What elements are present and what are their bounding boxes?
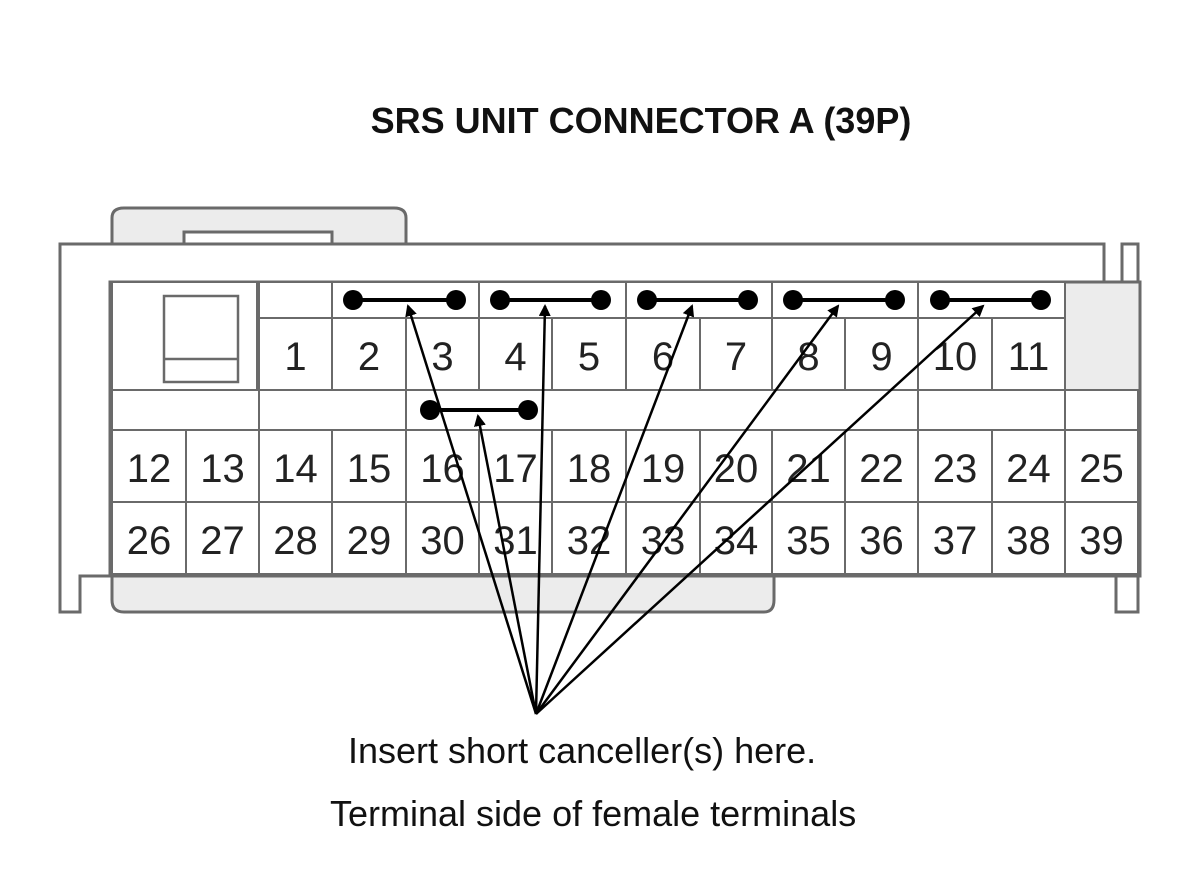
canceller-dot [591, 290, 611, 310]
terminal-cell [185, 429, 260, 503]
terminal-cell [331, 429, 407, 503]
housing-bottom-skirt [110, 568, 776, 614]
terminal-number: 23 [933, 447, 978, 491]
short-canceller-bar [343, 290, 466, 310]
terminal-number: 36 [859, 519, 904, 563]
terminal-number: 24 [1006, 447, 1051, 491]
terminal-number: 9 [870, 335, 892, 379]
terminal-number: 1 [284, 335, 306, 379]
pointer-arrow [474, 414, 538, 715]
terminal-number: 30 [420, 519, 465, 563]
terminal-number: 32 [567, 519, 612, 563]
terminal-number: 34 [714, 519, 759, 563]
canceller-dot [343, 290, 363, 310]
terminal-number: 5 [578, 335, 600, 379]
terminal-number: 27 [200, 519, 245, 563]
terminal-cell [478, 317, 553, 391]
guide-key [111, 281, 258, 391]
short-canceller-marks [343, 290, 1051, 420]
terminal-number: 14 [273, 447, 318, 491]
subcaption: Terminal side of female terminals [330, 793, 857, 834]
canceller-dot [637, 290, 657, 310]
terminal-number: 7 [725, 335, 747, 379]
pointer-arrow [534, 304, 551, 715]
canceller-dot [885, 290, 905, 310]
terminal-cell [844, 501, 919, 575]
terminal-cell [551, 429, 627, 503]
terminal-number: 37 [933, 519, 978, 563]
canceller-dot [1031, 290, 1051, 310]
canceller-dot [490, 290, 510, 310]
terminal-cell [625, 429, 701, 503]
terminal-number: 19 [641, 447, 686, 491]
pointer-arrows [405, 304, 985, 715]
terminal-number: 10 [933, 335, 978, 379]
caption: Insert short canceller(s) here. [348, 730, 817, 771]
terminal-number: 38 [1006, 519, 1051, 563]
canceller-dot [930, 290, 950, 310]
terminal-number: 3 [431, 335, 453, 379]
terminal-number: 28 [273, 519, 318, 563]
short-canceller-bar [783, 290, 905, 310]
terminal-number: 13 [200, 447, 245, 491]
terminal-number: 21 [786, 447, 831, 491]
short-canceller-bar [930, 290, 1051, 310]
pointer-arrow [535, 304, 985, 715]
terminal-number: 11 [1008, 335, 1050, 379]
terminal-number: 29 [347, 519, 392, 563]
spacer-cell [917, 389, 1066, 431]
terminal-cell [917, 501, 993, 575]
spacer-cell [1064, 389, 1139, 431]
terminal-cell [1064, 501, 1139, 575]
terminal-number: 8 [797, 335, 819, 379]
terminal-number: 25 [1079, 447, 1124, 491]
terminal-cell [991, 501, 1066, 575]
terminal-cell [185, 501, 260, 575]
terminal-number: 6 [652, 335, 674, 379]
diagram-title: SRS UNIT CONNECTOR A (39P) [370, 100, 912, 141]
pointer-arrow [534, 304, 695, 715]
terminal-number: 22 [859, 447, 904, 491]
header-cell [258, 281, 333, 319]
canceller-dot [420, 400, 440, 420]
terminal-number: 18 [567, 447, 612, 491]
terminal-cell [331, 501, 407, 575]
terminal-number: 16 [420, 447, 465, 491]
pointer-arrow [405, 304, 538, 715]
spacer-cell [111, 389, 260, 431]
terminal-number: 20 [714, 447, 759, 491]
terminal-cell [551, 317, 627, 391]
terminal-number: 35 [786, 519, 831, 563]
short-canceller-bar [420, 400, 538, 420]
canceller-dot [518, 400, 538, 420]
canceller-dot [446, 290, 466, 310]
terminal-number: 26 [127, 519, 172, 563]
terminal-number: 4 [504, 335, 526, 379]
spacer-cell [258, 389, 407, 431]
canceller-dot [738, 290, 758, 310]
terminal-number: 17 [493, 447, 538, 491]
terminal-cell [844, 429, 919, 503]
terminal-cell [1064, 429, 1139, 503]
pointer-arrow [534, 304, 840, 715]
terminal-cell [771, 501, 846, 575]
terminal-number: 15 [347, 447, 392, 491]
canceller-dot [783, 290, 803, 310]
short-canceller-bar [490, 290, 611, 310]
short-canceller-bar [637, 290, 758, 310]
terminal-number: 39 [1079, 519, 1124, 563]
terminal-number: 2 [358, 335, 380, 379]
terminal-number: 12 [127, 447, 172, 491]
